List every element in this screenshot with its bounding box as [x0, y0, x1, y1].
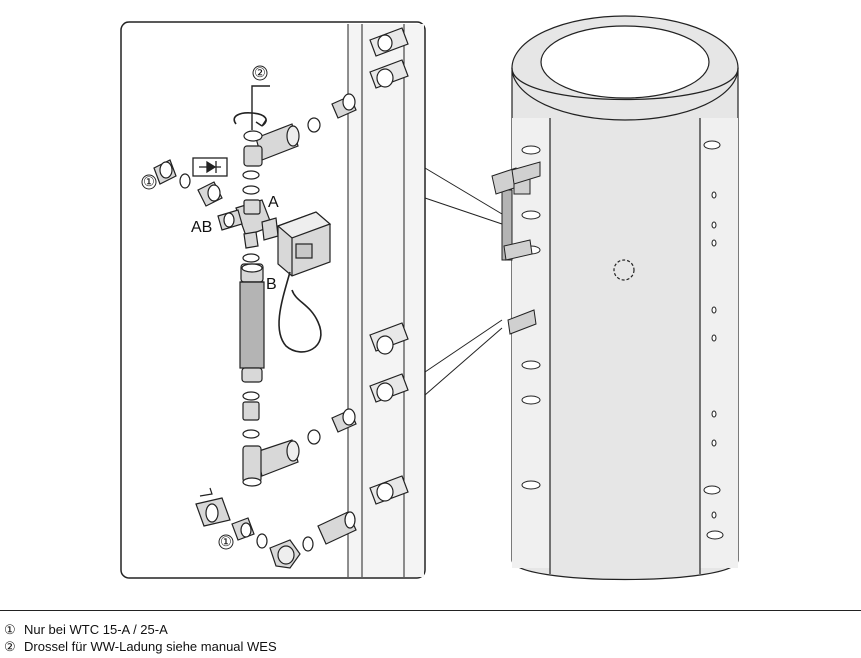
wall-sockets: [369, 27, 409, 505]
port-label-a: A: [268, 194, 279, 211]
lower-nipple: [331, 408, 357, 433]
throttle-key: [233, 85, 270, 130]
gasket: [302, 536, 314, 552]
three-way-valve: [217, 199, 279, 249]
callout-1-label: ①: [143, 174, 155, 189]
port-label-b: B: [266, 276, 277, 293]
wall-socket: [369, 27, 409, 57]
callout-1-lower: ①: [218, 534, 234, 550]
lower-tee-fitting: [242, 439, 300, 487]
storage-tank: [511, 15, 739, 581]
adapter-fitting: [153, 159, 177, 185]
tank-bosses: [521, 140, 724, 540]
upper-tee-fitting: [243, 123, 300, 167]
legend-divider: [0, 610, 861, 611]
valve-actuator: [276, 211, 332, 277]
gasket: [256, 533, 268, 549]
legend: ① Nur bei WTC 15-A / 25-A ② Drossel für …: [4, 621, 277, 655]
union-nut: [197, 181, 223, 207]
port-label-ab: AB: [191, 219, 212, 236]
drain-valve: [195, 487, 231, 527]
legend-text: Nur bei WTC 15-A / 25-A: [24, 622, 168, 637]
legend-marker: ②: [4, 639, 16, 654]
check-valve-symbol: [192, 157, 228, 177]
assembled-valve-group: [491, 161, 541, 335]
legend-item: ① Nur bei WTC 15-A / 25-A: [4, 621, 277, 638]
gasket: [179, 173, 191, 189]
legend-text: Drossel für WW-Ladung siehe manual WES: [24, 639, 277, 654]
gasket: [242, 429, 260, 439]
callout-1-label: ①: [220, 534, 232, 549]
callout-1-upper: ①: [141, 174, 157, 190]
union-nut: [231, 517, 255, 541]
gasket: [242, 391, 260, 401]
legend-marker: ①: [4, 622, 16, 637]
wall-socket: [369, 322, 409, 355]
hex-nipple: [242, 401, 260, 421]
installation-diagram: ② ① A AB B: [120, 15, 739, 581]
wall-socket: [369, 59, 409, 89]
bottom-nipple: [317, 511, 357, 545]
heating-element: [239, 263, 265, 383]
gasket: [242, 170, 260, 180]
wall-socket: [369, 475, 409, 505]
actuator-cable: [278, 271, 322, 353]
gasket: [307, 429, 321, 445]
wall-socket: [369, 373, 409, 403]
gasket: [242, 253, 260, 263]
gasket: [242, 185, 260, 195]
callout-2-upper: ②: [252, 65, 268, 81]
leader-lines: [424, 167, 503, 396]
callout-2-label: ②: [254, 65, 266, 80]
legend-item: ② Drossel für WW-Ladung siehe manual WES: [4, 638, 277, 655]
elbow-fitting: [269, 539, 301, 569]
upper-nipple: [331, 93, 357, 119]
gasket: [307, 117, 321, 133]
